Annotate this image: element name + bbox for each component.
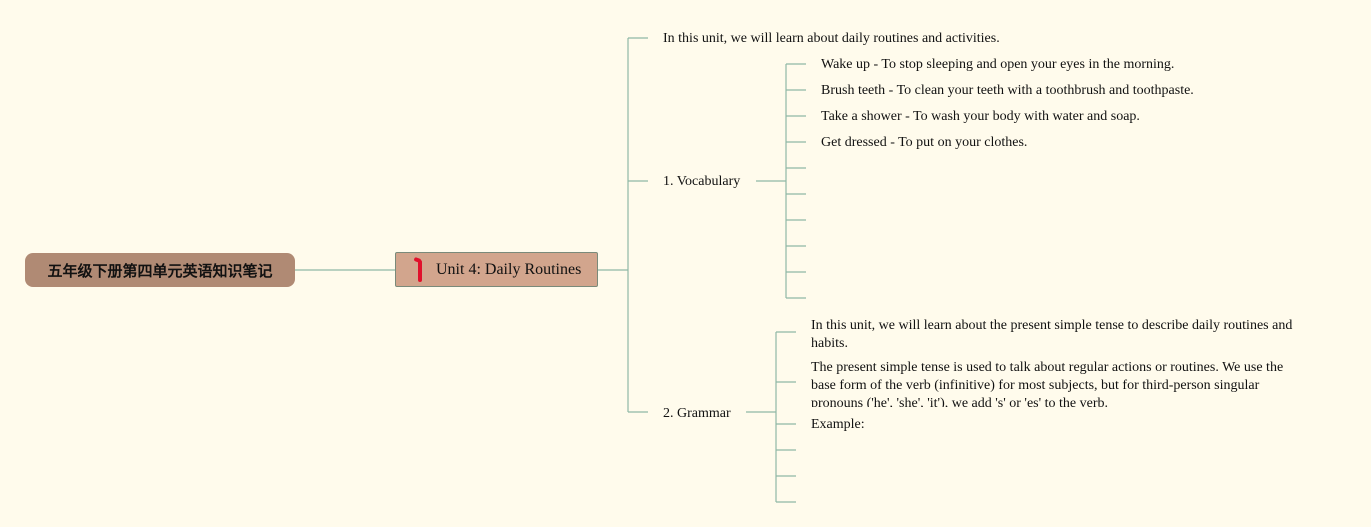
main-topic-title: Unit 4: Daily Routines (436, 260, 582, 278)
vocabulary-node[interactable]: 1. Vocabulary (663, 174, 741, 189)
root-title: 五年级下册第四单元英语知识笔记 (47, 261, 273, 280)
vocabulary-item[interactable]: Get dressed - To put on your clothes. (821, 135, 1028, 150)
grammar-item[interactable]: The present simple tense is used to talk… (811, 360, 1284, 407)
grammar-node[interactable]: 2. Grammar (663, 406, 731, 421)
vocabulary-item[interactable]: Brush teeth - To clean your teeth with a… (821, 83, 1194, 98)
grammar-item[interactable]: Example: (811, 417, 865, 432)
intro-node[interactable]: In this unit, we will learn about daily … (663, 31, 1000, 46)
grammar-item[interactable]: In this unit, we will learn about the pr… (811, 318, 1293, 351)
main-topic-node[interactable]: Unit 4: Daily Routines (395, 252, 598, 287)
vocabulary-item[interactable]: Take a shower - To wash your body with w… (821, 109, 1140, 124)
root-node[interactable]: 五年级下册第四单元英语知识笔记 (25, 253, 295, 287)
vocabulary-item[interactable]: Wake up - To stop sleeping and open your… (821, 57, 1175, 72)
flag-icon (416, 258, 422, 282)
